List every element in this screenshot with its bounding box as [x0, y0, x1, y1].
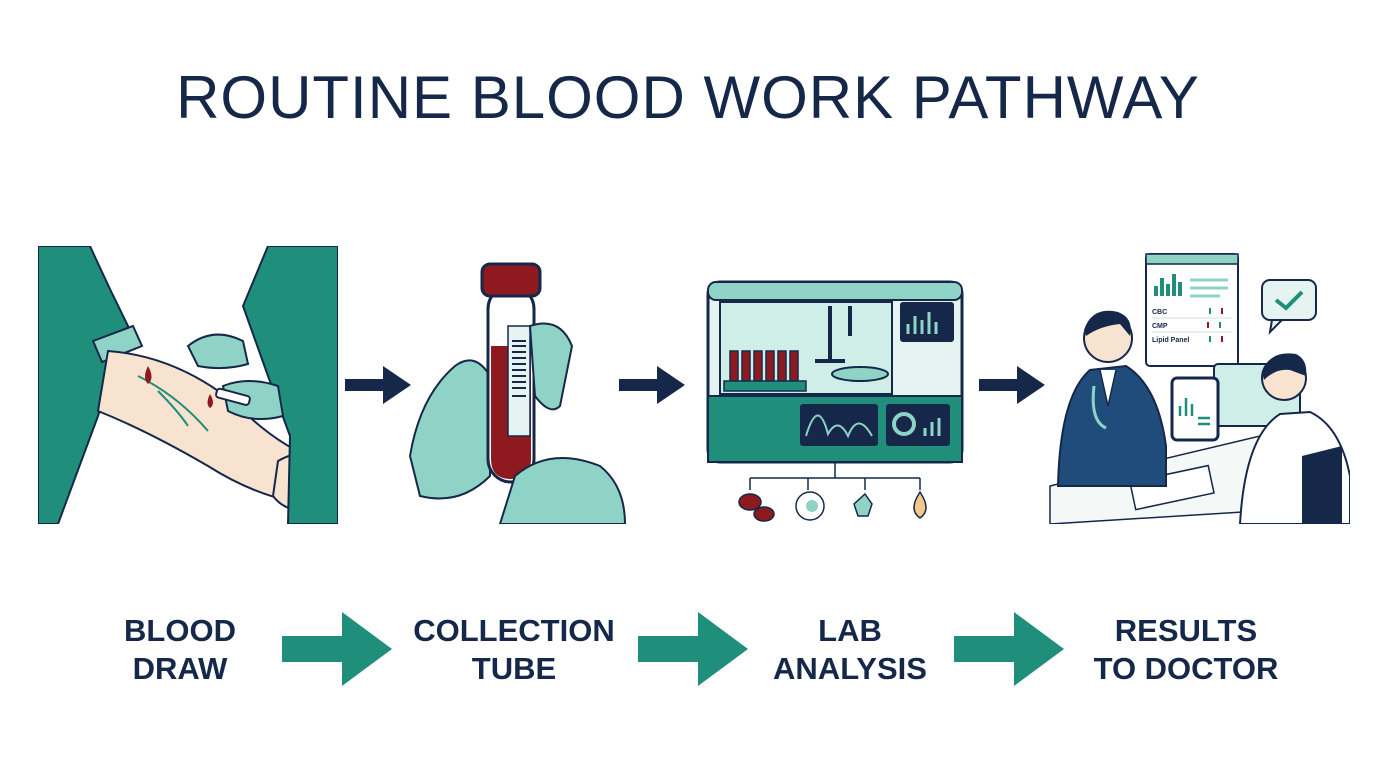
step-label-lab-analysis: LAB ANALYSIS [773, 613, 927, 686]
lab-analyzer-illustration [700, 246, 970, 524]
blood-draw-illustration [38, 246, 338, 524]
page-title: ROUTINE BLOOD WORK PATHWAY [176, 64, 1200, 131]
dark-arrow-icon [619, 366, 685, 404]
teal-arrow-icon [954, 612, 1064, 686]
step-label-blood-draw: BLOOD DRAW [124, 613, 236, 686]
teal-arrow-icon [638, 612, 748, 686]
dark-arrow-icon [345, 366, 411, 404]
teal-arrow-icon [282, 612, 392, 686]
step-label-collection-tube: COLLECTION TUBE [413, 613, 615, 686]
report-row-lipid: Lipid Panel [1152, 337, 1189, 344]
report-row-cmp: CMP [1152, 323, 1168, 330]
dark-arrow-icon [979, 366, 1045, 404]
doctor-results-illustration: CBC CMP Lipid Panel [1040, 246, 1350, 524]
report-row-cbc: CBC [1152, 309, 1167, 316]
collection-tube-illustration [400, 246, 630, 524]
step-label-results-to-doctor: RESULTS TO DOCTOR [1093, 613, 1279, 686]
